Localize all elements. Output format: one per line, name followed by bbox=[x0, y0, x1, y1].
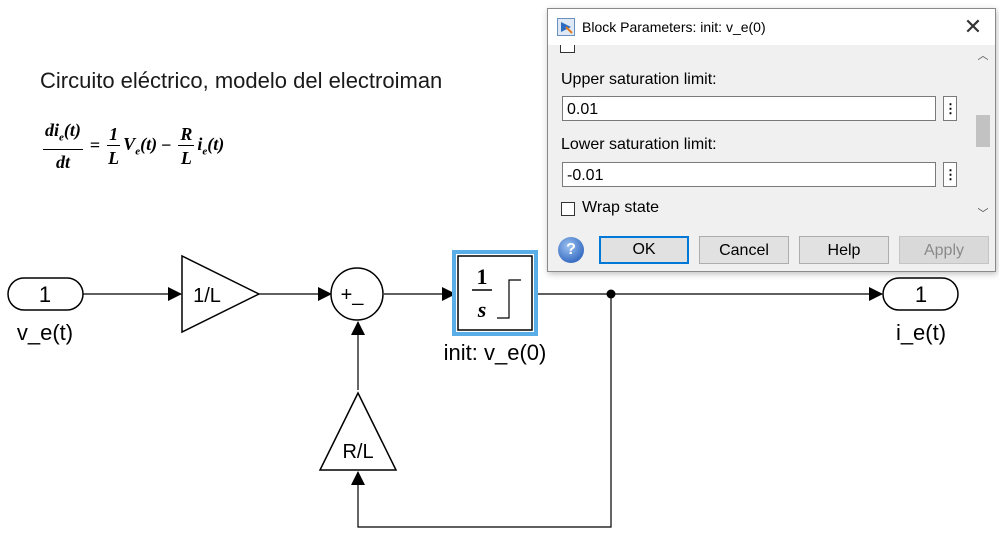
scrollbar-thumb[interactable] bbox=[976, 115, 990, 147]
eq-term2: ie(t) bbox=[197, 134, 224, 158]
eq-sub: e bbox=[59, 131, 64, 144]
equation-frac-1: 1 L bbox=[107, 123, 121, 168]
dialog-parameters-panel: Upper saturation limit: 0.01 ⋮ Lower sat… bbox=[548, 45, 972, 225]
field-menu-icon[interactable]: ⋮ bbox=[943, 96, 957, 121]
gain-block-1-over-l[interactable]: 1/L bbox=[181, 254, 261, 334]
eq-term2-sym: i bbox=[197, 134, 203, 154]
saturation-limit-icon bbox=[497, 279, 521, 319]
inport-number: 1 bbox=[39, 282, 51, 307]
eq-sub: e bbox=[202, 145, 208, 158]
partial-checkbox[interactable] bbox=[560, 45, 575, 53]
equation: die(t) dt = 1 L Ve(t) − R L ie(t) bbox=[40, 120, 224, 172]
cancel-button[interactable]: Cancel bbox=[699, 236, 789, 264]
integrator-block[interactable]: 1 s bbox=[452, 250, 538, 336]
branch-point bbox=[606, 289, 616, 299]
eq-f2-den: L bbox=[180, 147, 192, 168]
lower-saturation-label: Lower saturation limit: bbox=[561, 136, 717, 153]
ok-button[interactable]: OK bbox=[599, 236, 689, 264]
eq-lhs-num: di bbox=[45, 120, 60, 140]
close-icon[interactable]: ✕ bbox=[963, 14, 983, 39]
eq-term1: Ve(t) bbox=[123, 134, 157, 158]
lower-saturation-field[interactable]: -0.01 bbox=[562, 162, 936, 187]
eq-arg: (t) bbox=[207, 134, 225, 154]
dialog-title-bar[interactable]: Block Parameters: init: v_e(0) ✕ bbox=[548, 9, 995, 45]
outport-block[interactable]: 1 bbox=[882, 277, 959, 311]
integrator-numerator: 1 bbox=[477, 264, 488, 289]
outport-name: i_e(t) bbox=[896, 320, 946, 345]
eq-equals: = bbox=[89, 135, 101, 156]
outport-number: 1 bbox=[915, 282, 927, 307]
dialog-scrollbar[interactable]: ︿ ﹀ bbox=[972, 45, 994, 225]
eq-sub: e bbox=[135, 145, 141, 158]
integrator-denominator: s bbox=[477, 297, 487, 322]
wrap-state-checkbox[interactable] bbox=[561, 202, 575, 216]
sum-signs: +_ bbox=[341, 284, 365, 306]
sum-block[interactable]: +_ bbox=[330, 267, 384, 321]
eq-minus: − bbox=[161, 135, 172, 156]
gain-label: 1/L bbox=[193, 285, 221, 307]
gain-block-r-over-l[interactable]: R/L bbox=[318, 391, 398, 471]
eq-term1-sym: V bbox=[123, 134, 136, 154]
field-menu-icon[interactable]: ⋮ bbox=[943, 162, 957, 187]
inport-block[interactable]: 1 bbox=[7, 277, 84, 311]
inport-name: v_e(t) bbox=[17, 320, 73, 345]
eq-arg: (t) bbox=[140, 134, 158, 154]
equation-frac-2: R L bbox=[178, 123, 195, 168]
block-parameters-dialog: Block Parameters: init: v_e(0) ✕ Upper s… bbox=[547, 8, 996, 272]
scroll-down-icon[interactable]: ﹀ bbox=[977, 208, 989, 220]
upper-saturation-label: Upper saturation limit: bbox=[561, 71, 717, 88]
eq-f2-num: R bbox=[178, 123, 195, 146]
eq-f1-den: L bbox=[108, 147, 120, 168]
help-button[interactable]: Help bbox=[799, 236, 889, 264]
scroll-up-icon[interactable]: ︿ bbox=[977, 50, 989, 62]
eq-arg: (t) bbox=[63, 120, 81, 140]
eq-f1-num: 1 bbox=[107, 123, 121, 146]
eq-lhs-den: dt bbox=[55, 151, 70, 172]
annotation-title: Circuito eléctrico, modelo del electroim… bbox=[40, 68, 443, 93]
integrator-name: init: v_e(0) bbox=[444, 340, 547, 365]
wrap-state-label: Wrap state bbox=[582, 199, 660, 216]
dialog-title: Block Parameters: init: v_e(0) bbox=[582, 19, 766, 35]
gain-label: R/L bbox=[342, 441, 373, 463]
simulink-app-icon bbox=[557, 18, 575, 36]
apply-button[interactable]: Apply bbox=[899, 236, 989, 264]
help-icon[interactable]: ? bbox=[558, 237, 584, 263]
equation-lhs: die(t) dt bbox=[43, 120, 83, 172]
upper-saturation-field[interactable]: 0.01 bbox=[562, 96, 936, 121]
feedback-line[interactable] bbox=[351, 294, 612, 528]
